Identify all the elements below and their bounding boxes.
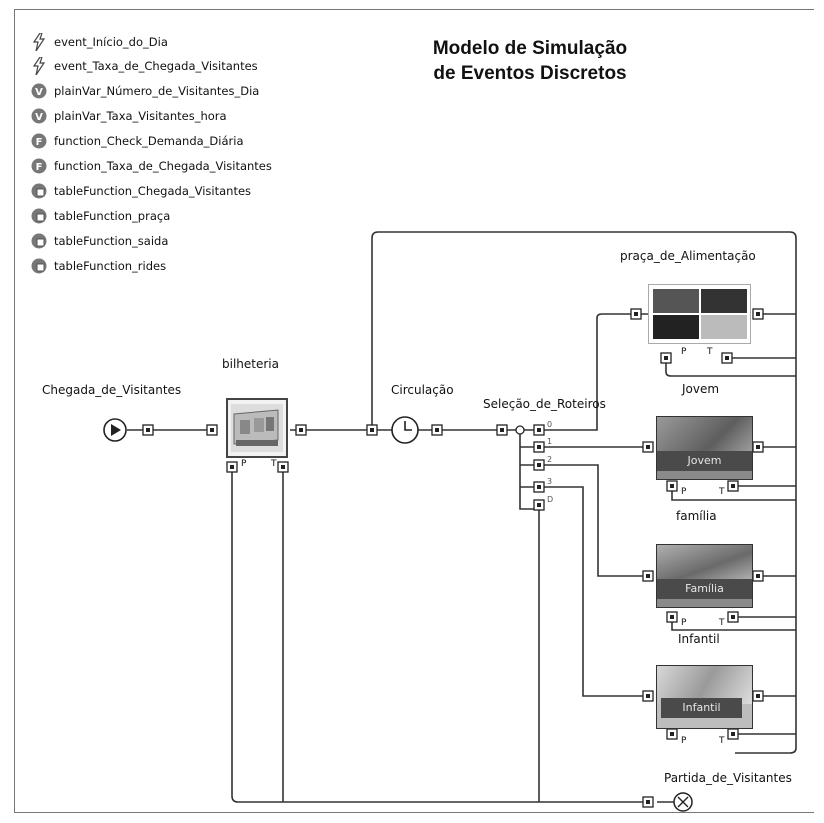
ride-infantil-block[interactable]: Infantil: [656, 665, 753, 729]
infantil-label: Infantil: [678, 632, 720, 646]
familia-label: família: [676, 509, 717, 523]
sink-block[interactable]: [674, 793, 692, 811]
food-court-block[interactable]: [648, 284, 751, 344]
source-label: Chegada_de_Visitantes: [42, 383, 181, 397]
ride-caption: Família: [657, 579, 752, 599]
port-label: 2: [547, 455, 552, 464]
food-image: [653, 315, 699, 339]
ride-familia-block[interactable]: Família: [656, 544, 753, 608]
food-court-label: praça_de_Alimentação: [620, 249, 756, 263]
port-label-t: T: [719, 487, 725, 497]
source-block[interactable]: [104, 419, 126, 441]
port-label-t: T: [707, 347, 713, 357]
port-label: 1: [547, 437, 552, 446]
ticket-booth-image: [228, 400, 286, 456]
port-label-t: T: [271, 459, 277, 469]
food-image: [653, 289, 699, 313]
port-label-t: T: [719, 618, 725, 628]
port-label-p: P: [681, 736, 686, 746]
ride-caption: Infantil: [661, 698, 742, 718]
connector: [232, 467, 648, 802]
port-label-p: P: [681, 347, 686, 357]
ticket-block[interactable]: [226, 398, 288, 458]
ticket-label: bilheteria: [222, 357, 279, 371]
jovem-label: Jovem: [682, 382, 719, 396]
food-image: [701, 315, 747, 339]
select-hub: [516, 426, 524, 434]
food-image: [701, 289, 747, 313]
port-label: 0: [547, 420, 552, 429]
port-label-p: P: [241, 459, 246, 469]
connector: [520, 314, 648, 430]
port-label: D: [547, 495, 553, 504]
clock-icon[interactable]: [392, 417, 418, 443]
select-label: Seleção_de_Roteiros: [483, 397, 606, 411]
port-label-p: P: [681, 487, 686, 497]
port-label: 3: [547, 477, 552, 486]
port-label-t: T: [719, 736, 725, 746]
delay-label: Circulação: [391, 383, 454, 397]
port-label-p: P: [681, 618, 686, 628]
sink-label: Partida_de_Visitantes: [664, 771, 792, 785]
ride-caption: Jovem: [657, 451, 752, 471]
ride-jovem-block[interactable]: Jovem: [656, 416, 753, 480]
